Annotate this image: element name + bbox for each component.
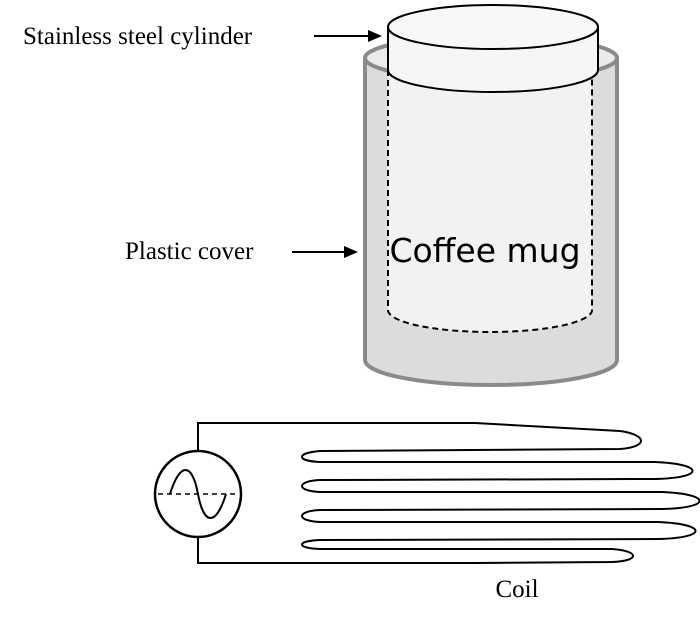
wire-top — [197, 422, 475, 463]
stainless-steel-cylinder — [387, 4, 599, 93]
ac-source-icon — [153, 449, 243, 539]
coil-turn — [301, 539, 634, 564]
cylinder-top — [387, 4, 599, 50]
coil-turn — [301, 450, 694, 481]
coil — [301, 422, 700, 564]
stainless-arrow — [314, 30, 382, 42]
coil-turn — [319, 422, 642, 452]
cylinder-sides — [387, 27, 599, 93]
coffee-mug-outline — [387, 60, 593, 333]
plastic-arrow — [292, 246, 358, 258]
ac-circuit — [153, 422, 475, 564]
plastic-cover-label: Plastic cover — [125, 238, 254, 265]
coil-label: Coil — [495, 576, 538, 603]
coffee-mug-body — [388, 55, 592, 332]
coil-turn — [301, 479, 700, 511]
coffee-mug: Coffee mug — [387, 55, 593, 333]
coil-turn — [301, 509, 697, 541]
wire-bottom — [197, 530, 475, 564]
stainless-steel-label: Stainless steel cylinder — [23, 23, 253, 50]
coffee-mug-label: Coffee mug — [389, 231, 580, 270]
